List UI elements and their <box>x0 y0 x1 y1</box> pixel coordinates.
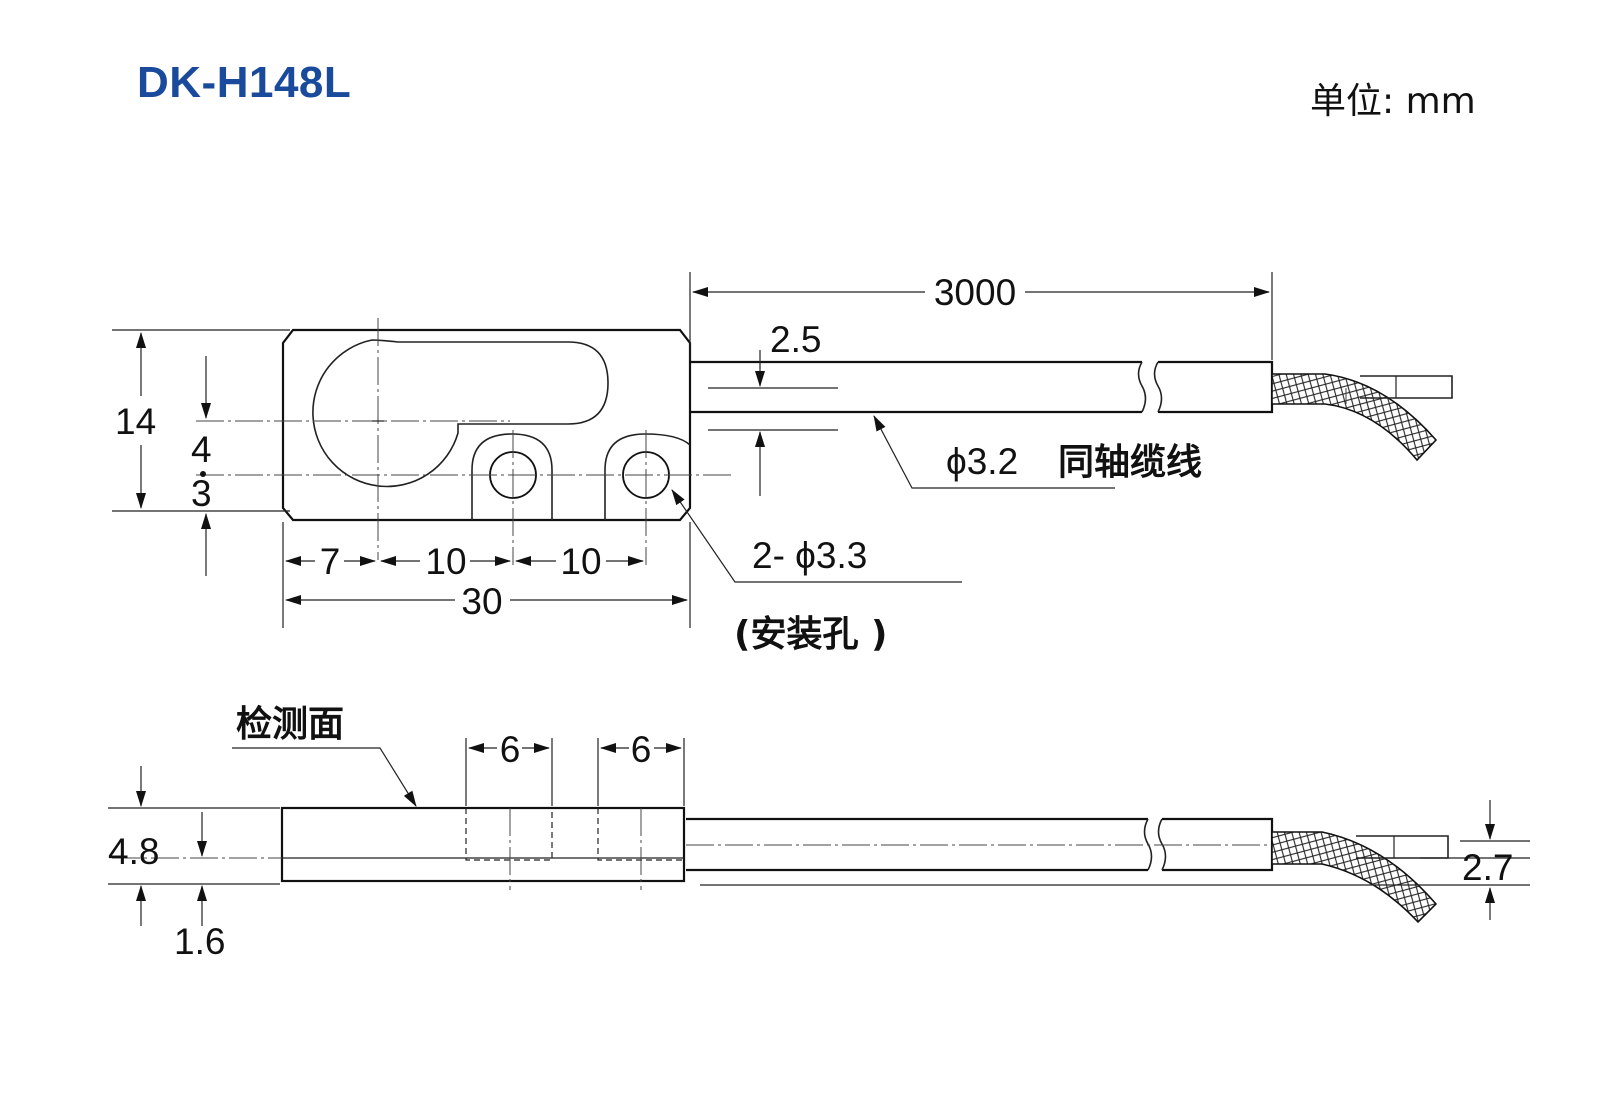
dim-slot-1: 6 <box>500 729 521 770</box>
dim-segment-3: 10 <box>560 541 601 582</box>
side-cable-braid <box>1271 831 1438 924</box>
dim-total-width: 30 <box>461 581 502 622</box>
sensor-body-outline <box>281 328 692 522</box>
side-body-outline <box>280 806 686 883</box>
label-mounting-holes: (安装孔 ) <box>734 614 887 655</box>
dim-thickness: 4.8 <box>108 831 159 872</box>
hole-boss-2 <box>604 433 691 520</box>
top-view: 3000 2.5 ϕ3.2 同轴缆线 14 4 3 7 10 10 <box>112 272 1453 655</box>
dim-height: 14 <box>115 401 156 442</box>
dim-mounting-holes: 2- ϕ3.3 <box>752 535 867 576</box>
dim-slot-2: 6 <box>631 729 652 770</box>
cable-braid <box>1271 373 1438 462</box>
label-sensing-face: 检测面 <box>236 704 344 745</box>
unit-label: 单位: mm <box>1310 81 1476 122</box>
dim-cable-length: 3000 <box>934 272 1016 313</box>
product-title: DK-H148L <box>137 58 352 107</box>
dim-segment-2: 10 <box>425 541 466 582</box>
dim-hole-upper: 4 <box>191 429 212 470</box>
dim-cable-height: 2.7 <box>1462 847 1513 888</box>
side-view: 检测面 6 6 4.8 <box>108 704 1530 962</box>
dim-segment-1: 7 <box>320 541 341 582</box>
dim-cable-offset: 2.5 <box>770 319 821 360</box>
dim-hole-lower: 3 <box>191 473 212 514</box>
label-coaxial-cable: 同轴缆线 <box>1058 442 1202 483</box>
cable-body <box>690 360 1274 414</box>
hole-boss-1 <box>471 433 553 520</box>
cable-break <box>1137 361 1163 413</box>
cable-core <box>1360 375 1453 399</box>
sensing-element-outline <box>312 339 609 488</box>
dim-bottom-offset: 1.6 <box>174 921 225 962</box>
dim-cable-diameter: ϕ3.2 <box>946 441 1018 482</box>
